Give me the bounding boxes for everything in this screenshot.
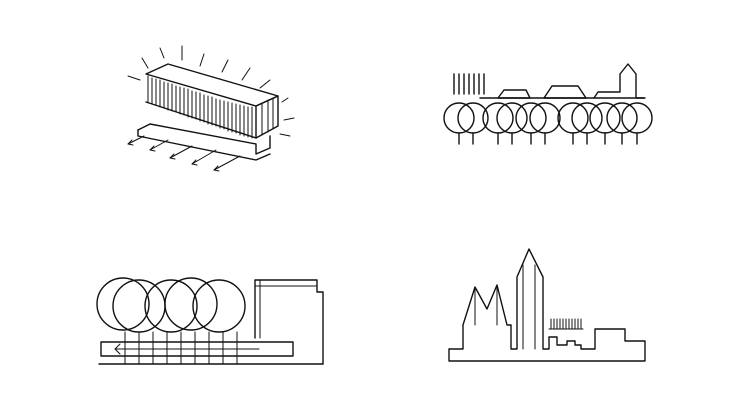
tree-icons [96, 277, 246, 333]
panel-trees-over-building [95, 272, 330, 372]
glowing-building-icon [127, 45, 295, 172]
striped-building-icon [453, 73, 485, 95]
cathedral-skyline-icon [448, 248, 646, 362]
building-outline-icon [254, 279, 324, 365]
trees-building-icon [96, 277, 324, 365]
tree-icons [443, 102, 653, 145]
glow-rays [127, 45, 295, 137]
panel-cathedral-skyline [445, 245, 650, 365]
panel-tree-row-skyline [440, 56, 655, 151]
striped-building-icon [548, 318, 584, 330]
tower-icon [593, 63, 645, 99]
tree-row-icon [443, 63, 653, 145]
roof-icon [497, 89, 531, 99]
arrow-icons [127, 135, 241, 172]
roof-icon [543, 85, 587, 99]
spire-icons [474, 264, 536, 350]
building-outline-icon [448, 248, 646, 362]
panel-building-block [110, 40, 310, 190]
